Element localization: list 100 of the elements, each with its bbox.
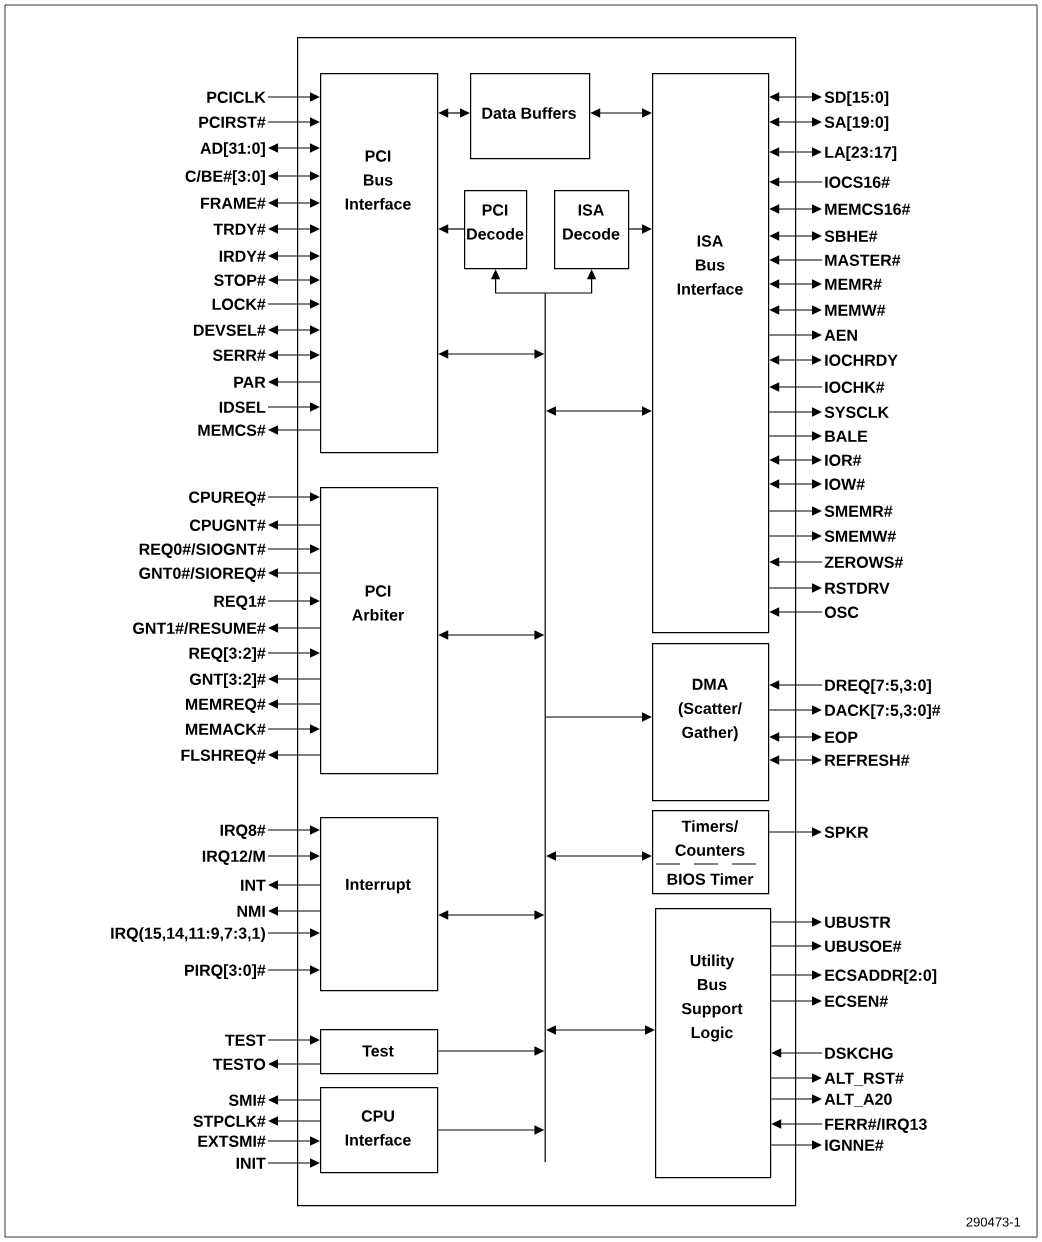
block-box: Utility Bus Support Logic [655, 908, 772, 1179]
signal-arrow [768, 531, 822, 541]
signal-label: LOCK# [212, 298, 266, 310]
signal-arrow [768, 583, 822, 593]
block-box: Test [320, 1029, 439, 1075]
signal-arrow [267, 492, 320, 502]
signal-arrow [267, 851, 320, 861]
signal-arrow [267, 648, 320, 658]
signal-arrow [267, 92, 320, 102]
signal-label: ECSADDR[2:0] [825, 969, 937, 985]
signal-label: TRDY# [213, 223, 266, 235]
signal-label: PAR [234, 376, 266, 388]
block-box: ISA Decode [554, 190, 630, 270]
block-box: PCI Bus Interface [320, 73, 439, 454]
signal-label: IOCHRDY [825, 354, 898, 366]
block-box: CPU Interface [320, 1087, 439, 1174]
signal-arrow [770, 917, 822, 927]
signal-arrow [770, 1140, 822, 1150]
signal-label: UBUSTR [825, 916, 891, 928]
signal-arrow [268, 1095, 321, 1105]
signal-arrow [770, 1094, 822, 1104]
signal-label: AEN [824, 329, 857, 341]
signal-label: PCIRST# [199, 116, 266, 128]
signal-arrow [267, 299, 320, 309]
signal-label: SERR# [212, 349, 266, 361]
signal-label: IOR# [825, 454, 862, 466]
signal-label: IOCHK# [825, 381, 885, 393]
signal-label: SBHE# [824, 230, 878, 242]
signal-label: UBUSOE# [825, 940, 902, 952]
signal-arrow [267, 724, 320, 734]
signal-arrow [268, 377, 321, 387]
arrow [546, 406, 652, 416]
block-box: ISA Bus Interface [652, 73, 770, 634]
signal-label: ZEROWS# [824, 556, 904, 568]
signal-arrow [768, 827, 822, 837]
signal-label: MEMW# [825, 304, 886, 316]
signal-label: SD[15:0] [824, 91, 889, 107]
signal-arrow [268, 143, 320, 153]
signal-label: IRDY# [219, 250, 266, 262]
signal-arrow [770, 941, 822, 951]
signal-label: INT [241, 879, 266, 891]
signal-label: CPUGNT# [190, 519, 266, 531]
signal-label: SPKR [824, 826, 869, 838]
timer-box: Timers/ Counters BIOS Timer [651, 810, 770, 895]
signal-arrow [268, 1059, 321, 1069]
signal-label: REQ1# [214, 595, 266, 610]
signal-label: IDSEL [219, 401, 266, 413]
signal-arrow [268, 906, 321, 916]
signal-arrow [267, 117, 320, 127]
signal-label: STPCLK# [193, 1115, 266, 1127]
figure-number: 290473-1 [966, 1217, 1021, 1227]
signal-label: EXTSMI# [198, 1135, 266, 1147]
signal-label: RSTDRV [825, 582, 890, 594]
signal-arrow [268, 674, 321, 684]
signal-arrow [267, 402, 320, 412]
signal-label: STOP# [214, 274, 266, 286]
chip-outline [297, 37, 797, 1207]
signal-arrow [268, 171, 320, 181]
signal-label: MEMREQ# [185, 698, 266, 713]
signal-label: FLSHREQ# [181, 749, 266, 764]
signal-label: REQ0#/SIOGNT# [139, 543, 266, 558]
signal-label: TESTO [212, 1058, 266, 1070]
signal-label: FERR#/IRQ13 [825, 1118, 927, 1133]
signal-label: IGNNE# [825, 1139, 884, 1151]
signal-arrow [268, 198, 320, 208]
signal-arrow [268, 425, 321, 435]
signal-arrow [267, 928, 320, 938]
signal-arrow [268, 251, 320, 261]
signal-arrow [267, 1158, 320, 1168]
arrow [545, 712, 652, 722]
signal-arrow [768, 506, 822, 516]
signal-label: MEMACK# [186, 723, 266, 735]
signal-label: PCICLK [207, 91, 266, 103]
signal-label: ALT_RST# [824, 1072, 904, 1086]
signal-label: EOP [825, 731, 858, 743]
signal-label: NMI [237, 905, 265, 917]
signal-label: IRQ8# [220, 824, 266, 839]
signal-label: LA[23:17] [825, 146, 897, 162]
signal-label: ALT_A20 [824, 1093, 892, 1107]
signal-label: INIT [236, 1157, 266, 1169]
signal-label: REFRESH# [825, 754, 910, 766]
signal-label: MEMCS# [198, 424, 266, 436]
block-box: Data Buffers [470, 73, 591, 160]
signal-label: AD[31:0] [200, 142, 265, 158]
signal-arrow [268, 623, 321, 633]
signal-arrow [267, 544, 320, 554]
signal-arrow [267, 1136, 320, 1146]
signal-label: BALE [825, 430, 868, 442]
signal-arrow [268, 325, 320, 335]
signal-label: MASTER# [825, 254, 901, 266]
signal-arrow [267, 825, 320, 835]
signal-arrow [768, 407, 822, 417]
signal-arrow [267, 596, 320, 606]
block-box: PCI Decode [464, 190, 528, 270]
signal-arrow [770, 1073, 822, 1083]
signal-arrow [268, 520, 321, 530]
signal-label: C/BE#[3:0] [185, 170, 265, 186]
signal-label: SA[19:0] [824, 116, 889, 132]
arrow [628, 224, 652, 234]
signal-label: IRQ12/M [202, 850, 265, 865]
